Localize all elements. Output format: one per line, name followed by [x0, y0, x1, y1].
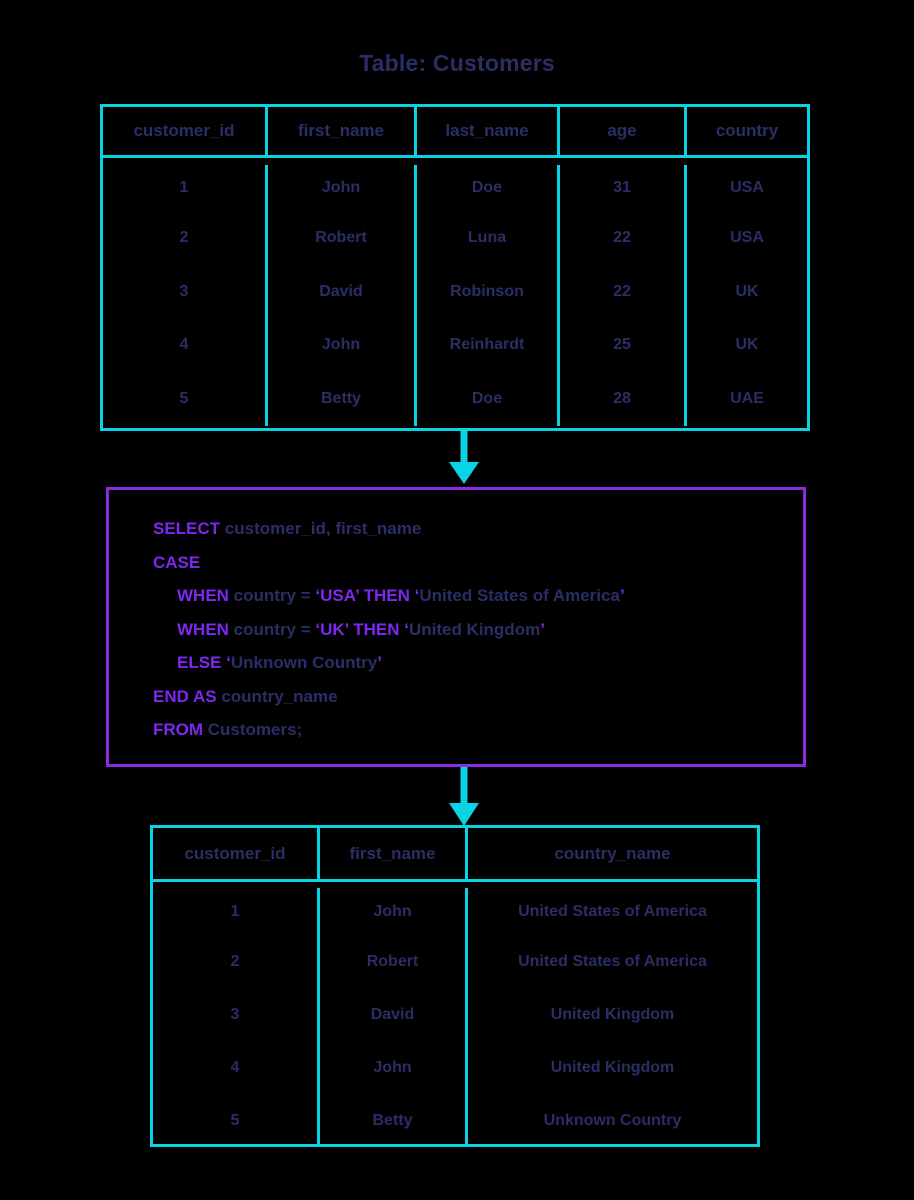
table-cell: 2 [103, 211, 268, 265]
table-cell: 3 [153, 988, 320, 1041]
table-cell: 3 [103, 265, 268, 319]
source-table-column-header-country: country [715, 121, 779, 140]
table-cell: 2 [153, 935, 320, 988]
table-cell: Betty [268, 372, 417, 426]
table-cell: 1 [103, 165, 268, 212]
table-cell: 5 [103, 372, 268, 426]
table-cell: John [268, 165, 417, 212]
table-cell: UK [735, 282, 759, 300]
table-cell: 4 [103, 318, 268, 372]
sql-token-kw: WHEN [177, 586, 229, 605]
sql-token-id: country = [228, 619, 316, 639]
sql-line: FROM Customers; [153, 713, 803, 747]
sql-token-q: ‘ [404, 619, 409, 639]
sql-token-kw: WHEN [177, 619, 229, 639]
source-table-column-header-first-name: first_name [268, 107, 417, 155]
sql-token-kw: SELECT [153, 519, 221, 538]
sql-token-q: ‘UK’ [315, 619, 349, 639]
table-cell: Robert [268, 211, 417, 265]
table-cell: 31 [560, 165, 687, 212]
table-cell: United Kingdom [550, 1005, 675, 1023]
sql-token-q: ‘USA’ [315, 586, 359, 605]
table-cell: United Kingdom [550, 1058, 675, 1076]
table-cell: Doe [417, 165, 560, 212]
table-cell: Robert [320, 935, 468, 988]
table-cell: 22 [560, 211, 687, 265]
sql-token-lit: United Kingdom [408, 619, 541, 639]
table-cell: Reinhardt [417, 318, 560, 372]
table-cell: Doe [417, 372, 560, 426]
sql-token-lit: United States of America [419, 586, 620, 605]
sql-token-kw: THEN [353, 619, 400, 639]
table-cell: 5 [153, 1094, 320, 1147]
table-cell: David [268, 265, 417, 319]
sql-line: WHEN country = ‘UK’ THEN ‘United Kingdom… [153, 613, 803, 647]
sql-token-id: country = [228, 586, 316, 605]
source-table-column-header-customer-id: customer_id [103, 107, 268, 155]
sql-token-kw: END AS [153, 686, 217, 706]
table-cell: USA [730, 179, 764, 197]
sql-token-kw: THEN [363, 586, 410, 605]
result-table-column-header-first-name: first_name [320, 828, 468, 879]
sql-token-q: ’ [540, 619, 545, 639]
source-table-column-header-last-name: last_name [417, 107, 560, 155]
sql-token-q: ‘ [414, 586, 420, 605]
table-cell: United States of America [518, 952, 707, 970]
table-cell: 1 [153, 888, 320, 935]
table-cell: Luna [417, 211, 560, 265]
sql-token-q: ‘ [226, 653, 231, 672]
sql-line: ELSE ‘Unknown Country’ [153, 646, 803, 680]
table-cell: USA [730, 229, 764, 247]
source-table-column-header-age: age [560, 107, 687, 155]
sql-token-id: Customers; [203, 720, 303, 739]
sql-line: SELECT customer_id, first_name [153, 512, 803, 546]
sql-token-lit: Unknown Country [230, 653, 378, 672]
sql-token-kw: CASE [153, 552, 201, 572]
table-cell: Betty [320, 1094, 468, 1147]
table-cell: United States of America [518, 902, 707, 920]
sql-token-q: ’ [619, 586, 625, 605]
table-cell: Robinson [417, 265, 560, 319]
sql-token-id: country_name [216, 686, 338, 706]
table-cell: 25 [560, 318, 687, 372]
table-cell: 28 [560, 372, 687, 426]
table-cell: UK [735, 336, 759, 354]
table-cell: UAE [730, 389, 764, 407]
table-cell: David [320, 988, 468, 1041]
sql-token-kw: FROM [153, 720, 204, 739]
page-title: Table: Customers [359, 50, 555, 76]
sql-line: END AS country_name [153, 680, 803, 714]
table-cell: John [320, 1041, 468, 1094]
sql-line: WHEN country = ‘USA’ THEN ‘United States… [153, 579, 803, 613]
table-cell: 22 [560, 265, 687, 319]
result-table-column-header-country-name: country_name [554, 843, 671, 863]
table-cell: 4 [153, 1041, 320, 1094]
sql-token-q: ’ [377, 653, 382, 672]
sql-line: CASE [153, 546, 803, 580]
table-cell: Unknown Country [543, 1111, 682, 1129]
table-cell: John [320, 888, 468, 935]
table-cell: John [268, 318, 417, 372]
result-table-column-header-customer-id: customer_id [153, 828, 320, 879]
sql-token-kw: ELSE [177, 653, 222, 672]
sql-token-id: customer_id, first_name [220, 519, 422, 538]
